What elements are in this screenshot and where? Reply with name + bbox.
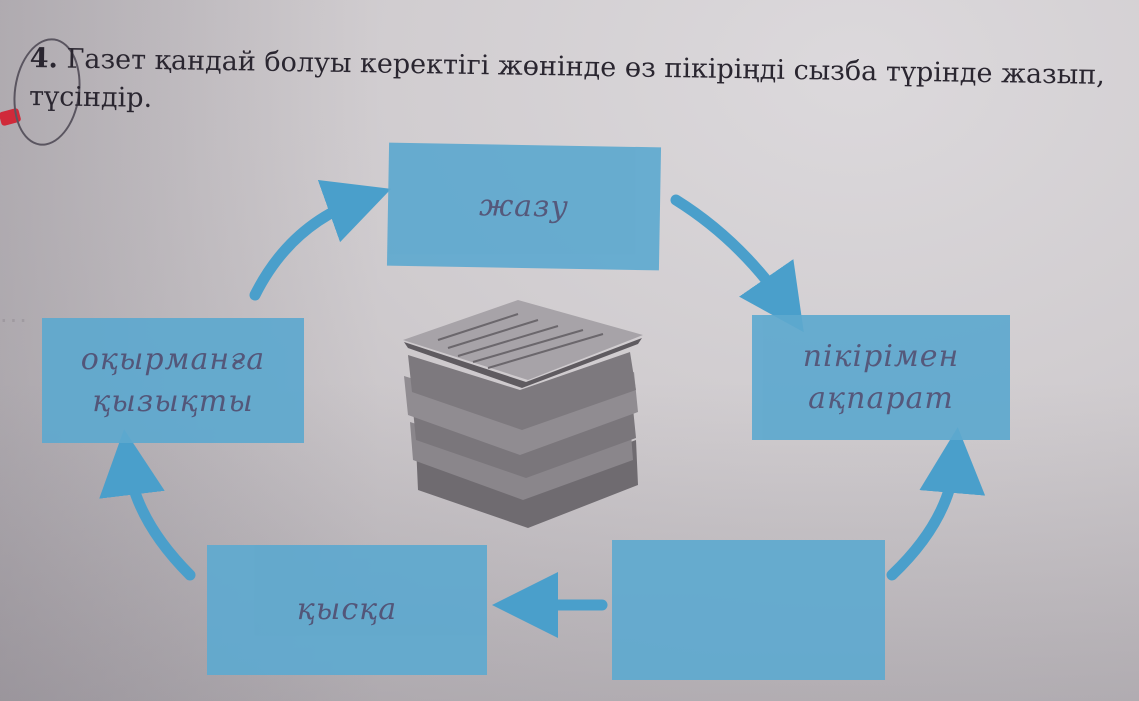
box-bottom-left-text: қысқа xyxy=(296,592,398,627)
arrow-bottomleft-to-left xyxy=(99,429,196,581)
box-left-text: оқырманға қызықты xyxy=(80,341,266,419)
box-left: оқырманға қызықты xyxy=(42,318,304,443)
box-bottom-left: қысқа xyxy=(207,545,487,675)
arrow-top-to-right xyxy=(670,194,804,333)
arrow-bottomright-to-right xyxy=(886,427,986,581)
box-top: жазу xyxy=(386,142,662,271)
box-top-text: жазу xyxy=(478,187,570,225)
faded-background-text: ... xyxy=(0,300,1139,328)
box-bottom-right xyxy=(612,540,885,680)
arrow-left-to-top xyxy=(249,180,392,301)
newspaper-stack-icon xyxy=(403,300,643,528)
box-right-text: пікірімен ақпарат xyxy=(802,338,960,416)
box-right: пікірімен ақпарат xyxy=(752,315,1010,440)
